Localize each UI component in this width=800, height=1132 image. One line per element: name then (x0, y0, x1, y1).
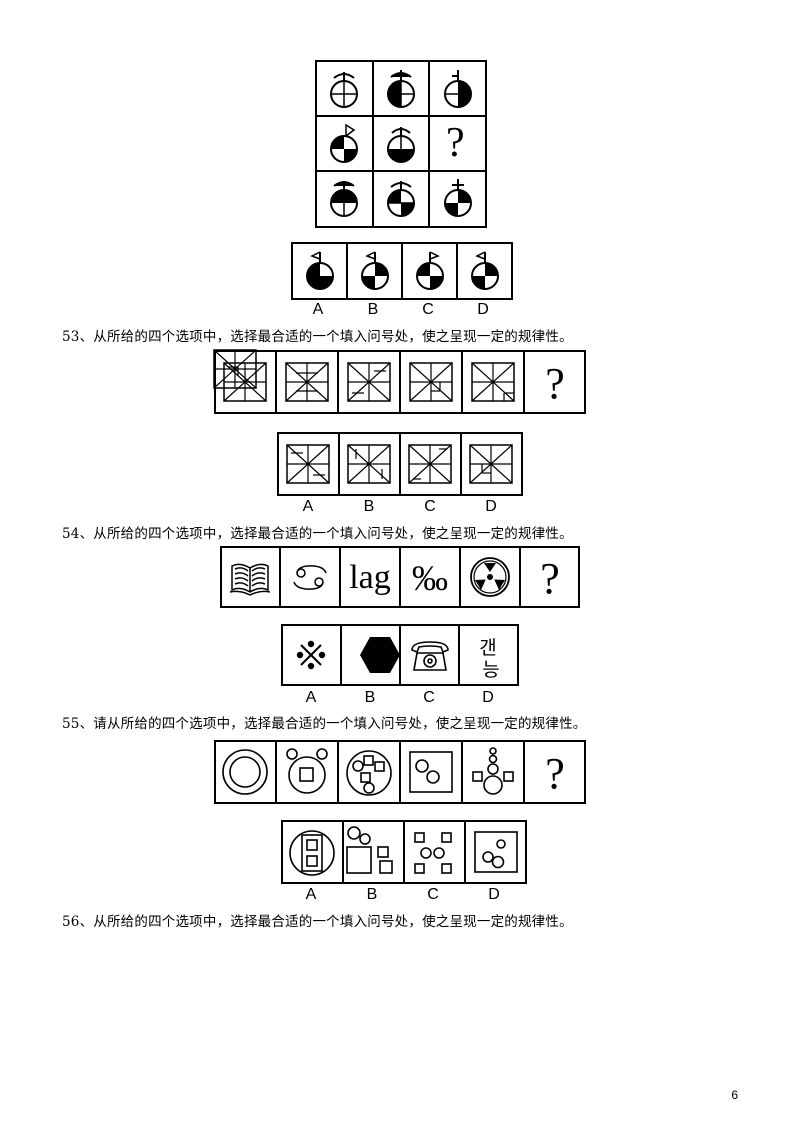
option-b-figure (347, 444, 391, 484)
option-label-c: C (423, 689, 435, 706)
bomb-icon (330, 72, 358, 108)
option-label-d: D (482, 689, 494, 706)
option-label-c: C (422, 301, 434, 318)
question-mark: ? (540, 554, 560, 603)
question-mark: ? (545, 749, 565, 798)
option-label-d: D (485, 498, 497, 515)
option-c-figure (408, 444, 452, 484)
page-number: 6 (731, 1088, 738, 1102)
sequence-puzzle-55: ? (214, 740, 586, 804)
sequence-puzzle-54: lag ‰ ? (220, 546, 580, 608)
open-book-icon (229, 563, 271, 596)
bomb-icon (387, 181, 415, 217)
bomb-icon (330, 123, 358, 163)
option-label-b: B (366, 886, 378, 903)
option-a-figure (286, 444, 330, 484)
option-label-d: D (477, 301, 489, 318)
lag-text: lag (349, 559, 391, 596)
question-55-text: 55、请从所给的四个选项中，选择最合适的一个填入问号处，使之呈现一定的规律性。 (62, 716, 587, 732)
korean-glyph-bottom: 능 (482, 659, 499, 681)
question-mark: ? (545, 359, 565, 408)
bomb-icon (306, 251, 334, 290)
option-label-b: B (364, 689, 376, 706)
hexagon-icon (360, 637, 400, 673)
option-label-a: A (305, 886, 317, 903)
korean-glyph-top: 갠 (479, 637, 496, 659)
matrix-puzzle-52: ? (315, 60, 487, 228)
bomb-icon (330, 181, 358, 217)
matrix-grid (315, 60, 487, 228)
option-d-figure (469, 444, 513, 484)
telephone-icon (411, 641, 449, 671)
radiation-icon (470, 557, 510, 597)
question-54-text: 54、从所给的四个选项中，选择最合适的一个填入问号处，使之呈现一定的规律性。 (62, 526, 573, 542)
bomb-icon (416, 251, 444, 290)
bomb-icon (361, 251, 389, 290)
options-puzzle-54: 갠 능 (281, 624, 519, 686)
bomb-icon (444, 179, 472, 217)
option-label-c: C (424, 498, 436, 515)
bomb-icon (471, 251, 499, 290)
cancer-zodiac-icon (293, 565, 327, 590)
options-puzzle-53 (277, 432, 523, 496)
bomb-icon (387, 70, 415, 108)
option-label-c: C (427, 886, 439, 903)
option-label-d: D (488, 886, 500, 903)
sequence-puzzle-53: ? (213, 349, 586, 414)
option-label-a: A (305, 689, 317, 706)
option-label-a: A (302, 498, 314, 515)
bomb-icon (387, 127, 415, 163)
bomb-icon (444, 70, 472, 108)
permille-sign: ‰ (412, 558, 448, 598)
option-label-a: A (312, 301, 324, 318)
question-mark: ? (446, 120, 465, 166)
question-53-text: 53、从所给的四个选项中，选择最合适的一个填入问号处，使之呈现一定的规律性。 (62, 329, 573, 345)
option-label-b: B (367, 301, 379, 318)
options-puzzle-55 (281, 820, 527, 884)
reference-mark-icon (296, 640, 326, 670)
question-56-text: 56、从所给的四个选项中，选择最合适的一个填入问号处，使之呈现一定的规律性。 (62, 914, 573, 930)
options-puzzle-52 (291, 242, 513, 300)
option-label-b: B (363, 498, 375, 515)
